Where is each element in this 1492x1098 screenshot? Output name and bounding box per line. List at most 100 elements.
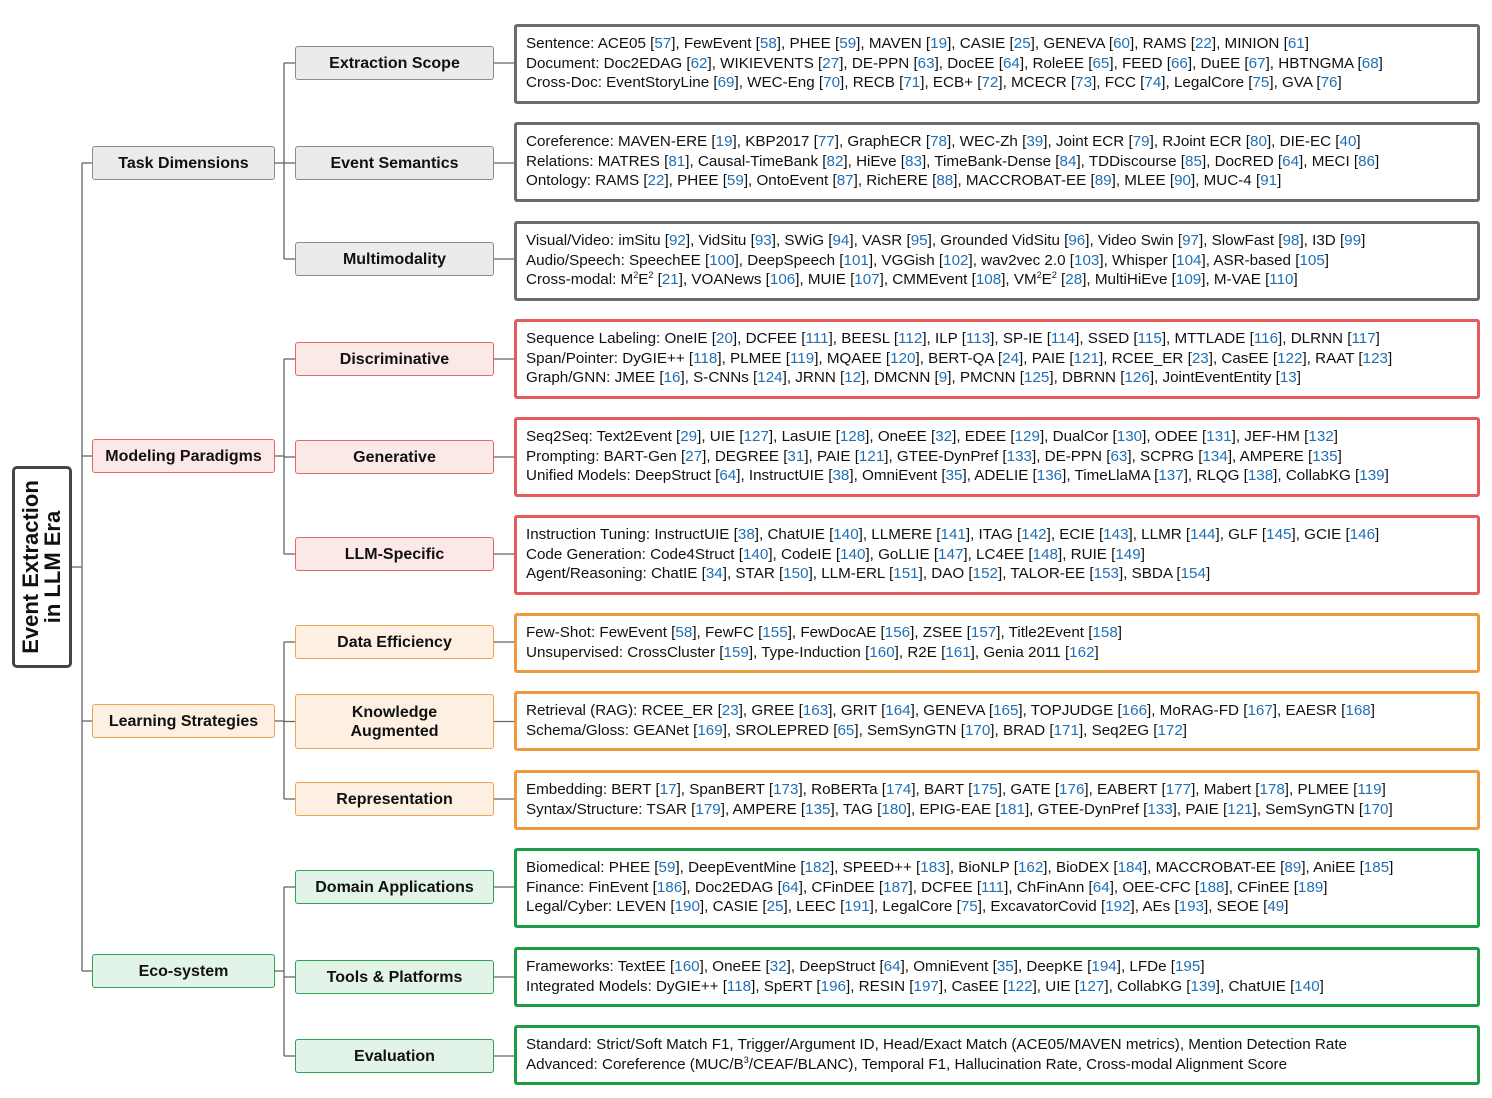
subcategory-multimodality: Multimodality [295,242,494,276]
citation-number: 158 [1092,624,1118,641]
citation-number: 121 [858,447,885,465]
citation-number: 23 [721,702,739,719]
leaf-line: Ontology: RAMS [22], PHEE [59], OntoEven… [526,172,1282,189]
leaf-domain-applications: Biomedical: PHEE [59], DeepEventMine [18… [514,848,1480,928]
citation-number: 62 [690,54,708,72]
citation-number: 27 [685,447,703,465]
leaf-extraction-scope: Sentence: ACE05 [57], FewEvent [58], PHE… [514,24,1480,104]
citation-number: 150 [783,565,809,582]
citation-number: 178 [1259,781,1285,798]
leaf-line: Standard: Strict/Soft Match F1, Trigger/… [526,1036,1347,1053]
citation-number: 155 [762,624,788,641]
citation-number: 64 [719,467,737,484]
citation-number: 21 [661,271,679,288]
citation-number: 72 [981,74,999,91]
citation-number: 58 [759,35,777,52]
citation-number: 182 [804,859,830,876]
leaf-line: Sequence Labeling: OneIE [20], DCFEE [11… [526,330,1380,347]
citation-number: 168 [1345,702,1371,719]
subcategory-discriminative: Discriminative [295,342,494,376]
leaf-line: Prompting: BART-Gen [27], DEGREE [31], P… [526,447,1342,465]
citation-number: 67 [1248,54,1266,72]
citation-number: 25 [1013,35,1031,52]
citation-number: 65 [1092,54,1110,72]
citation-number: 189 [1297,878,1324,896]
citation-number: 38 [737,526,755,543]
root-node: Event Extraction in LLM Era [12,466,72,668]
leaf-line: Retrieval (RAG): RCEE_ER [23], GREE [163… [526,702,1375,719]
citation-number: 142 [1021,526,1047,543]
citation-number: 64 [1092,878,1110,896]
citation-number: 121 [1073,349,1099,367]
leaf-line: Seq2Seq: Text2Event [29], UIE [127], Las… [526,428,1338,445]
citation-number: 115 [1137,330,1162,347]
citation-number: 16 [663,369,681,386]
citation-number: 177 [1165,781,1192,798]
citation-number: 154 [1180,565,1206,582]
citation-number: 161 [945,643,971,661]
citation-number: 165 [993,702,1019,719]
leaf-line: Few-Shot: FewEvent [58], FewFC [155], Fe… [526,624,1123,641]
citation-number: 156 [884,624,911,641]
citation-number: 97 [1182,232,1199,249]
citation-number: 94 [832,232,850,249]
citation-number: 95 [910,232,928,249]
citation-number: 38 [832,467,850,484]
citation-number: 127 [743,428,769,445]
category-task-dimensions: Task Dimensions [92,146,275,180]
subcategory-llm-specific: LLM-Specific [295,537,494,571]
citation-number: 169 [697,721,723,739]
citation-number: 159 [723,643,749,661]
citation-number: 133 [1006,447,1032,465]
citation-number: 187 [883,878,909,896]
citation-number: 179 [695,800,721,818]
citation-number: 140 [742,545,769,563]
citation-number: 89 [1094,172,1112,189]
leaf-llm-specific: Instruction Tuning: InstructUIE [38], Ch… [514,515,1480,595]
citation-number: 193 [1178,898,1205,915]
citation-number: 137 [1158,467,1184,484]
leaf-line: Agent/Reasoning: ChatIE [34], STAR [150]… [526,565,1211,582]
citation-number: 64 [1002,54,1020,72]
citation-number: 103 [1074,251,1100,269]
citation-number: 19 [930,35,948,52]
leaf-generative: Seq2Seq: Text2Event [29], UIE [127], Las… [514,417,1480,497]
leaf-line: Unsupervised: CrossCluster [159], Type-I… [526,643,1099,661]
citation-number: 23 [1191,349,1209,367]
citation-number: 74 [1144,74,1162,91]
leaf-line: Sentence: ACE05 [57], FewEvent [58], PHE… [526,35,1309,52]
citation-number: 63 [1110,447,1128,465]
citation-number: 123 [1362,349,1388,367]
citation-number: 180 [881,800,907,818]
citation-number: 64 [1282,152,1300,170]
citation-number: 175 [972,781,998,798]
citation-number: 140 [840,545,866,563]
leaf-multimodality: Visual/Video: imSitu [92], VidSitu [93],… [514,221,1480,301]
leaf-line: Schema/Gloss: GEANet [169], SROLEPRED [6… [526,721,1188,739]
leaf-line: Code Generation: Code4Struct [140], Code… [526,545,1145,563]
category-eco-system: Eco-system [92,954,275,988]
citation-number: 191 [844,898,870,915]
citation-number: 77 [817,133,835,150]
citation-number: 196 [820,977,846,995]
citation-number: 93 [754,232,772,249]
citation-number: 174 [885,781,912,798]
citation-number: 19 [715,133,733,150]
citation-number: 102 [943,251,969,269]
citation-number: 183 [920,859,946,876]
citation-number: 27 [822,54,840,72]
citation-number: 29 [680,428,698,445]
citation-number: 176 [1059,781,1085,798]
subcategory-event-semantics: Event Semantics [295,146,494,180]
root-title-line-2: in LLM Era [40,510,66,624]
subcategory-data-efficiency: Data Efficiency [295,625,494,659]
citation-number: 60 [1113,35,1130,52]
citation-number: 109 [1175,271,1202,288]
citation-number: 147 [938,545,964,563]
citation-number: 107 [854,271,880,288]
citation-number: 87 [836,172,854,189]
citation-number: 172 [1157,721,1183,739]
citation-number: 57 [654,35,672,52]
citation-number: 68 [1361,54,1379,72]
